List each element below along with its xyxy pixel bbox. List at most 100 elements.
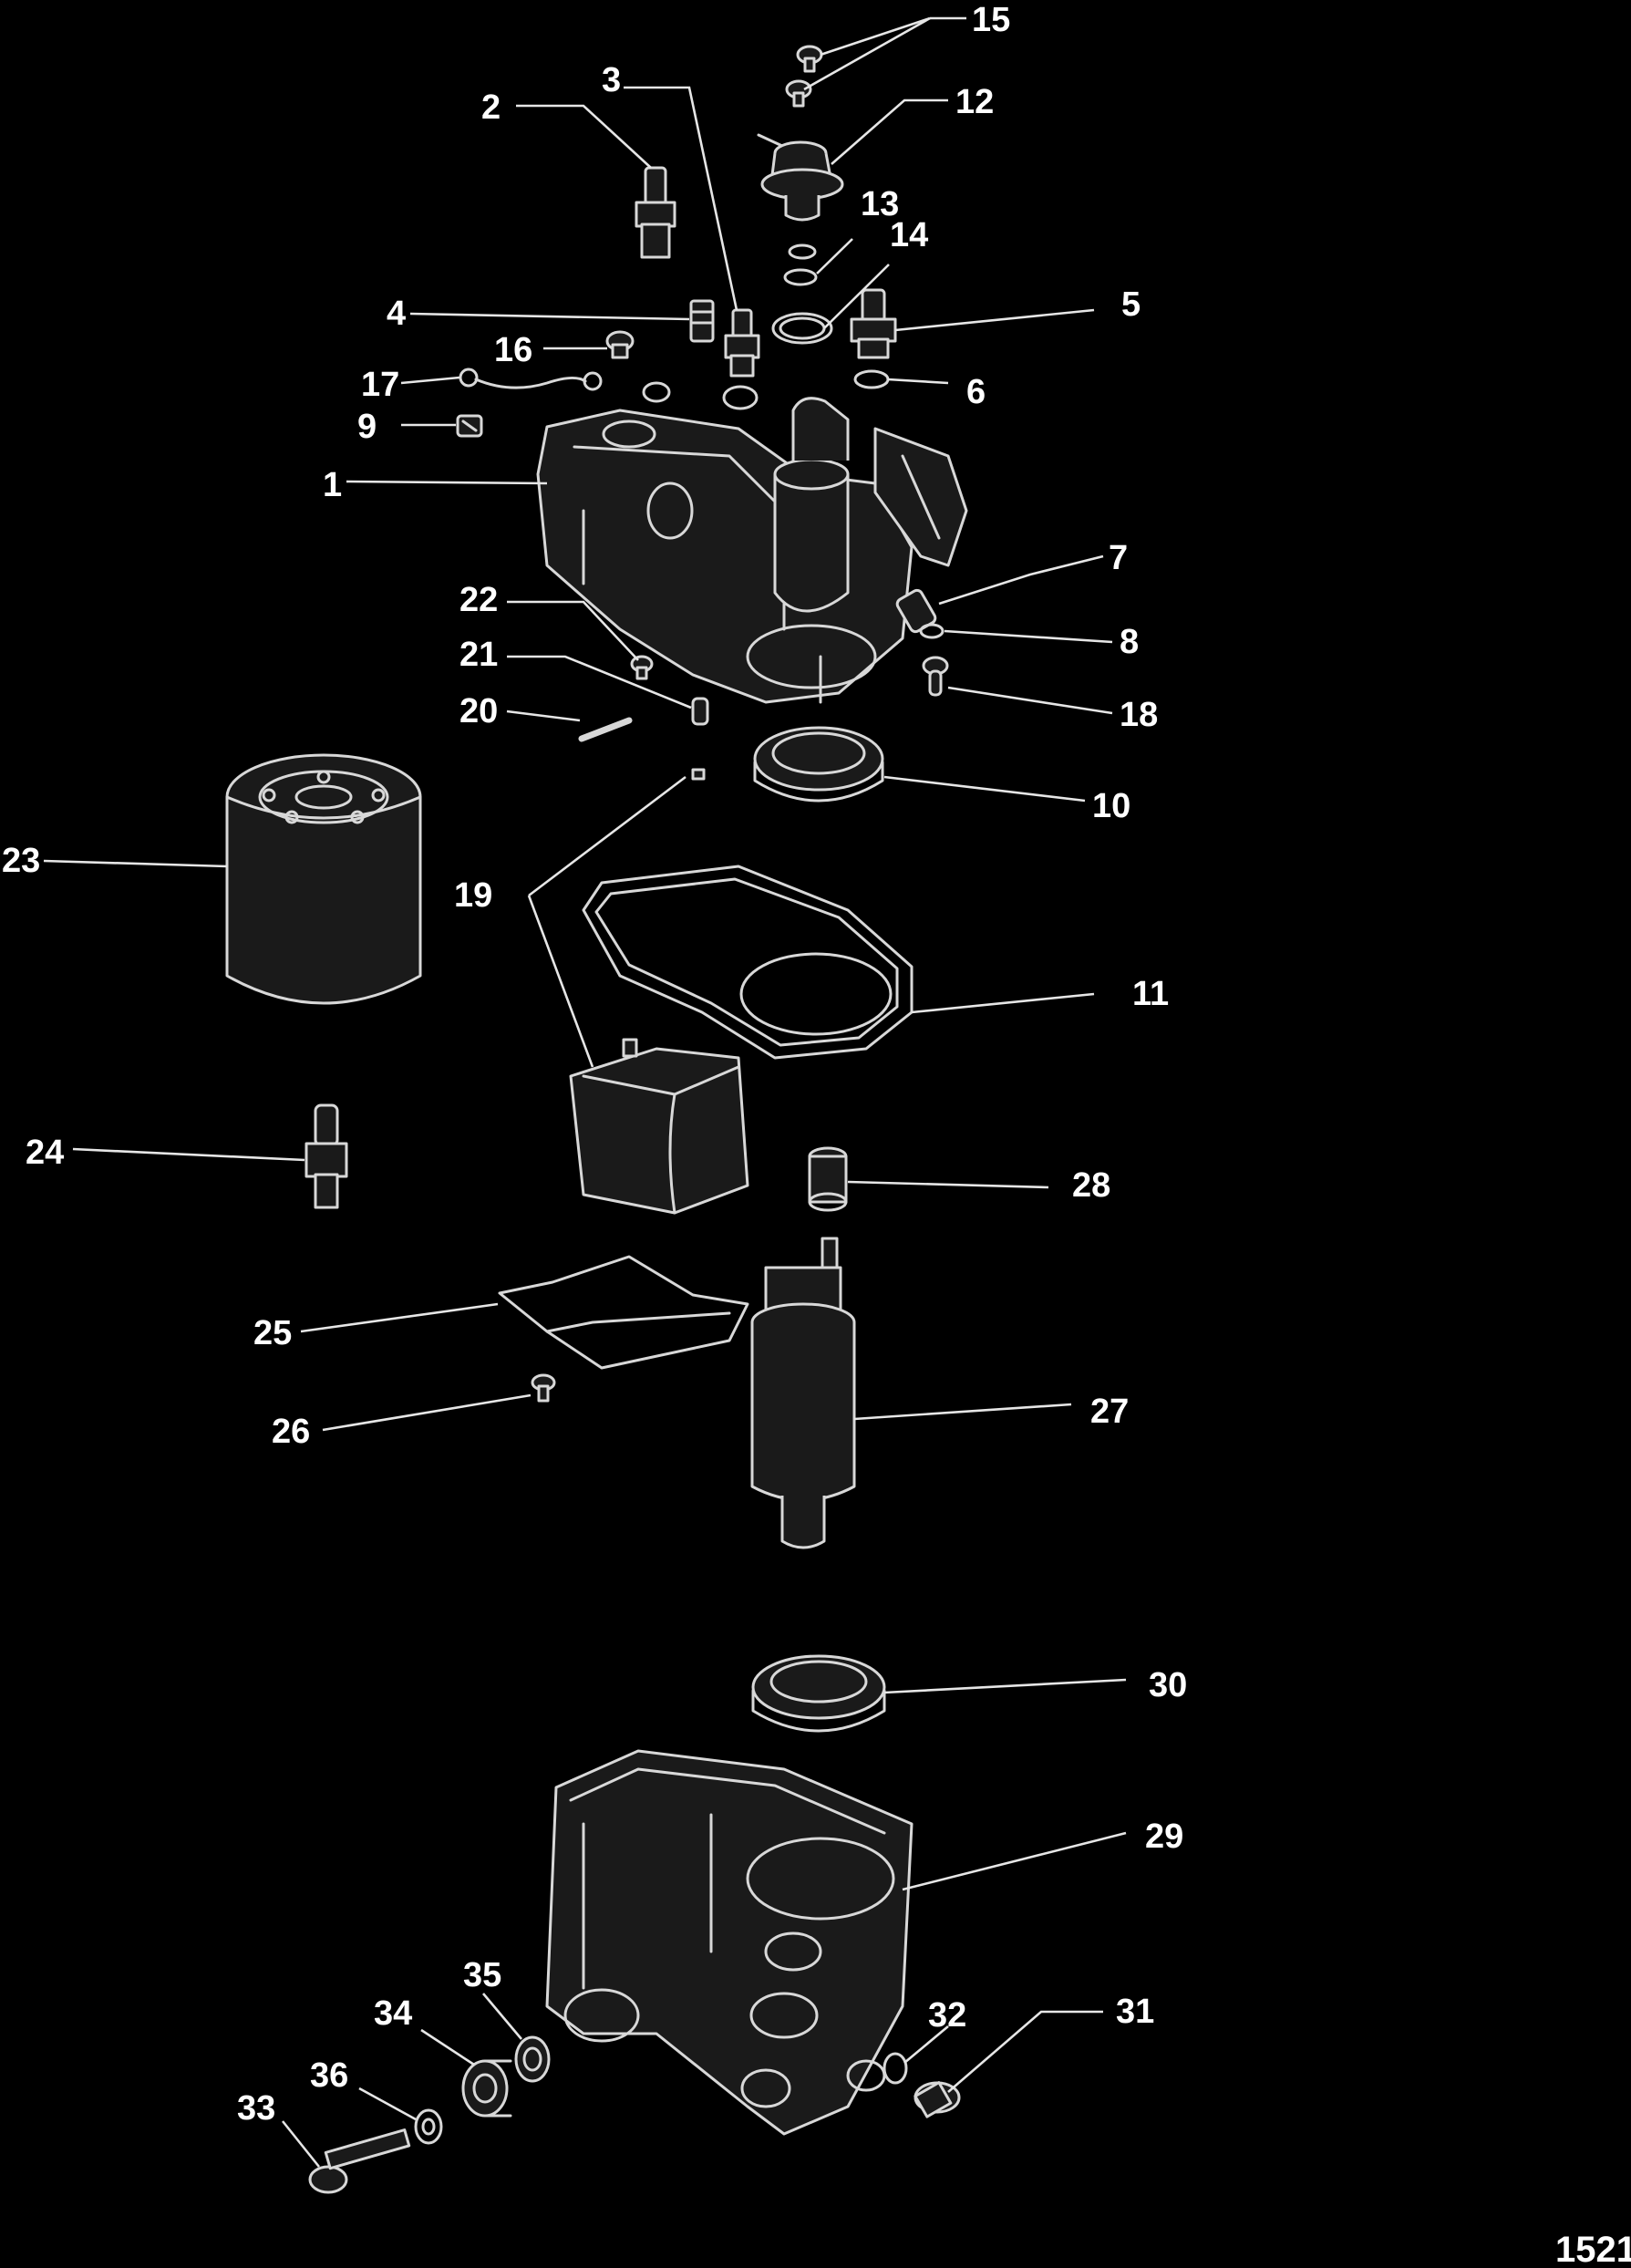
leader-28 [847, 1180, 1049, 1189]
part-7-8-pin [895, 588, 945, 639]
callout-32: 32 [928, 1996, 966, 2035]
part-9-plug [456, 414, 483, 438]
part-19-module [569, 1038, 749, 1215]
part-36-washer [414, 2108, 443, 2145]
part-6-o-ring [853, 369, 890, 389]
callout-3: 3 [602, 61, 621, 99]
callout-1: 1 [323, 466, 342, 504]
callout-16: 16 [494, 331, 532, 369]
callout-4: 4 [387, 295, 406, 333]
leader-17 [400, 376, 460, 385]
part-29-lower-housing [545, 1749, 914, 2136]
leader-31 [947, 2010, 1103, 2093]
leader-33 [281, 2120, 321, 2168]
leader-32 [903, 2025, 949, 2064]
leader-29 [902, 1831, 1127, 1891]
leader-27 [853, 1403, 1072, 1421]
part-21-spring [691, 697, 709, 726]
leader-25 [300, 1302, 499, 1333]
part-35-bushing [514, 2035, 551, 2083]
part-15-screws [785, 45, 823, 108]
leader-22 [507, 600, 639, 661]
part-33-bolt [308, 2128, 411, 2194]
part-3-fitting [724, 308, 760, 378]
leader-15a [820, 16, 931, 57]
callout-28: 28 [1072, 1166, 1110, 1205]
part-11-gasket [582, 865, 914, 1060]
part-27-fuel-pump [750, 1237, 856, 1549]
leader-21 [507, 655, 692, 709]
callout-17: 17 [361, 366, 399, 404]
part-2-fitting [635, 166, 676, 259]
leader-30 [883, 1678, 1127, 1694]
part-12-pressure-regulator [757, 133, 844, 222]
callout-35: 35 [463, 1956, 501, 1994]
callout-9: 9 [357, 408, 377, 446]
leader-2 [516, 104, 652, 169]
callout-26: 26 [272, 1413, 310, 1451]
callout-5: 5 [1121, 285, 1141, 324]
callout-2: 2 [481, 88, 501, 127]
leader-7 [938, 554, 1104, 606]
callout-30: 30 [1149, 1666, 1187, 1704]
leader-19a [528, 775, 686, 897]
callout-labels: 15 12 2 3 13 14 5 6 4 16 17 9 1 7 8 18 2… [2, 1, 1187, 2128]
callout-11: 11 [1132, 975, 1169, 1013]
leader-1 [346, 480, 548, 485]
callout-23: 23 [2, 842, 40, 880]
callout-13: 13 [861, 185, 899, 223]
part-13-14-seals [771, 243, 833, 345]
leader-19b [527, 895, 594, 1068]
leader-15b [803, 16, 931, 91]
callout-22: 22 [459, 581, 498, 619]
leader-10 [883, 775, 1086, 803]
part-32-o-ring [883, 2052, 908, 2085]
leader-35 [482, 1993, 522, 2040]
leader-12 [831, 98, 948, 165]
callout-31: 31 [1116, 1993, 1154, 2031]
part-26-screw [531, 1373, 556, 1403]
callout-20: 20 [459, 692, 498, 730]
part-28-sleeve [808, 1146, 848, 1212]
part-31-drain-plug [914, 2081, 961, 2118]
part-25-bracket [498, 1255, 749, 1370]
leader-24 [72, 1147, 305, 1162]
leader-11 [911, 992, 1095, 1014]
callout-36: 36 [310, 2056, 348, 2095]
callout-21: 21 [459, 636, 498, 674]
leader-6 [887, 378, 949, 385]
callout-12: 12 [955, 83, 994, 121]
leader-13 [816, 238, 853, 274]
callout-8: 8 [1120, 623, 1139, 661]
part-10-seal-ring [753, 726, 884, 803]
callout-33: 33 [237, 2089, 275, 2128]
part-19-clip [691, 768, 706, 781]
leader-3 [624, 86, 738, 311]
callout-18: 18 [1120, 696, 1158, 734]
part-22-screw [630, 655, 654, 680]
part-18-clip [922, 656, 949, 697]
callout-24: 24 [26, 1134, 64, 1172]
leader-34 [420, 2028, 475, 2066]
callout-19: 19 [454, 876, 492, 915]
part-17-ground-strap [459, 368, 603, 391]
part-4-valve [689, 299, 715, 343]
leader-20 [506, 709, 581, 722]
leader-4 [409, 312, 690, 321]
leader-8 [944, 629, 1113, 644]
callout-7: 7 [1109, 539, 1128, 577]
callout-29: 29 [1145, 1818, 1183, 1856]
part-23-filter [225, 753, 422, 1005]
callout-27: 27 [1090, 1393, 1129, 1431]
leader-26 [322, 1393, 532, 1432]
part-1-main-housing [536, 381, 968, 704]
leader-5 [894, 308, 1095, 332]
callout-6: 6 [966, 373, 986, 411]
part-5-fitting [850, 288, 897, 359]
leader-23 [43, 859, 228, 868]
callout-10: 10 [1092, 787, 1130, 825]
figure-id: 1521 [1555, 2230, 1631, 2268]
leader-36 [358, 2087, 417, 2121]
leader-lines [43, 16, 1127, 2168]
